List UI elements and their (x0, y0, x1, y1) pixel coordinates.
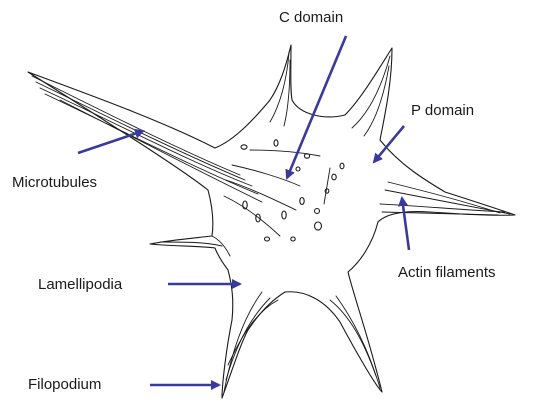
label-actin-filaments: Actin filaments (398, 265, 496, 280)
label-filopodium: Filopodium (28, 377, 101, 392)
microtubules-arrow (78, 131, 143, 153)
vesicles (241, 140, 344, 241)
p-domain-arrow (374, 126, 404, 162)
label-p-domain: P domain (411, 103, 474, 118)
label-lamellipodia: Lamellipodia (38, 277, 122, 292)
label-c-domain: C domain (279, 10, 343, 25)
c-domain-arrow (287, 36, 346, 178)
pointer-arrows (78, 36, 409, 385)
growth-cone-outline (28, 45, 515, 398)
label-microtubules: Microtubules (12, 175, 97, 190)
